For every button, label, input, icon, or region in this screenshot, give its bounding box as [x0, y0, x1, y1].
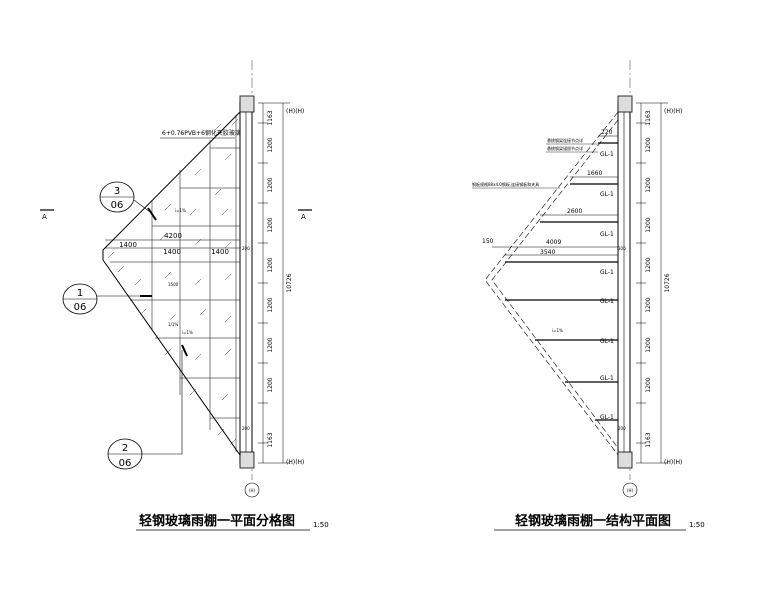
right-beams: [505, 142, 618, 421]
left-h-4: 1200: [267, 257, 274, 272]
left-slope: i=1%: [175, 208, 186, 213]
svg-text:3: 3: [114, 186, 120, 197]
left-w-2: 1400: [163, 248, 181, 256]
right-wall-top-block: [617, 95, 633, 113]
svg-text:GL-1: GL-1: [600, 375, 614, 382]
svg-text:GL-1: GL-1: [600, 231, 614, 238]
right-grid-top: (H)(H): [664, 108, 682, 115]
right-axis-bubble: [622, 482, 638, 498]
detail-2-cut: [181, 344, 188, 357]
right-dim-3540: 3540: [540, 249, 555, 256]
right-h-1: 1200: [645, 137, 652, 152]
svg-text:2: 2: [122, 443, 128, 454]
left-w-total: 4200: [164, 232, 182, 240]
right-slope: i=1%: [552, 328, 563, 333]
right-dim-4009: 4009: [546, 239, 561, 246]
left-h-3: 1200: [267, 217, 274, 232]
right-note-b: 悬挑钢梁锚固节点详: [547, 145, 583, 151]
left-canopy-outline: [102, 110, 241, 457]
left-h-6: 1200: [267, 337, 274, 352]
svg-text:GL-1: GL-1: [600, 151, 614, 158]
detail-3-cut: [147, 207, 157, 221]
right-title: 轻钢玻璃雨棚一结构平面图: [515, 513, 671, 529]
svg-text:GL-1: GL-1: [600, 191, 614, 198]
right-h-3: 1200: [645, 217, 652, 232]
detail-bubble-2[interactable]: 2 06: [107, 438, 143, 470]
right-h-2: 1200: [645, 177, 652, 192]
left-grid-bottom: (H)(H): [286, 459, 304, 466]
right-height-dim-chain: [636, 102, 668, 464]
section-a-right: A: [301, 213, 306, 221]
left-wall-top-block: [239, 95, 255, 113]
right-dim-150: 150: [482, 238, 494, 245]
right-dim-220: 220: [601, 129, 613, 136]
section-a-left: A: [42, 213, 47, 221]
svg-text:GL-1: GL-1: [600, 269, 614, 276]
right-canopy-outline-inner: [491, 119, 619, 449]
left-axis-bubble: [244, 482, 260, 498]
left-grid-top: (H)(H): [286, 108, 304, 115]
svg-text:GL-1: GL-1: [600, 414, 614, 421]
right-wall-bottom-block: [617, 451, 633, 469]
svg-text:GL-1: GL-1: [600, 338, 614, 345]
left-h-1: 1200: [267, 137, 274, 152]
right-h-0: 1163: [645, 110, 652, 125]
svg-text:GL-1: GL-1: [600, 298, 614, 305]
right-h-5: 1200: [645, 297, 652, 312]
right-dim-lines: [492, 135, 618, 256]
left-wall-bottom-block: [239, 451, 255, 469]
right-dim-2600: 2600: [567, 208, 582, 215]
right-dim-300: 300: [618, 246, 626, 251]
detail-2-leader: [142, 350, 183, 455]
right-dim-1660: 1660: [587, 170, 602, 177]
right-h-8: 1163: [645, 432, 652, 447]
right-plan: GL-1 GL-1 GL-1 GL-1 GL-1 GL-1 GL-1 GL-1 …: [472, 60, 705, 531]
svg-text:1: 1: [77, 288, 83, 299]
glass-hatch: [107, 118, 239, 446]
left-h-total: 10726: [286, 273, 293, 292]
right-axis-label: (H): [627, 488, 634, 493]
left-w-200b: 200: [242, 426, 250, 431]
right-canopy-outline-outer: [484, 111, 619, 456]
left-title: 轻钢玻璃雨棚一平面分格图: [139, 513, 295, 529]
detail-3-leader: [133, 199, 151, 213]
right-h-7: 1200: [645, 377, 652, 392]
right-h-4: 1200: [645, 257, 652, 272]
left-w-3: 1400: [211, 248, 229, 256]
left-w-1: 1400: [119, 241, 137, 249]
glass-spec: 6+0.76PVB+6钢化夹胶玻璃: [162, 129, 241, 137]
right-note-a: 悬挑钢梁连接节点详: [547, 137, 583, 143]
left-axis-label: (H): [249, 488, 256, 493]
svg-text:06: 06: [119, 458, 132, 469]
right-h-total: 10726: [664, 273, 671, 292]
left-h-5: 1200: [267, 297, 274, 312]
right-grid-bottom: (H)(H): [664, 459, 682, 466]
detail-bubble-3[interactable]: 3 06: [99, 181, 135, 213]
left-h-8: 1163: [267, 432, 274, 447]
left-note-1500: 1500: [168, 282, 179, 287]
svg-text:06: 06: [74, 302, 87, 313]
left-scale: 1:50: [313, 521, 329, 529]
left-w-200: 200: [242, 246, 250, 251]
left-plan: 1163 1200 1200 1200 1200 1200 1200 1200 …: [40, 60, 329, 531]
svg-text:06: 06: [111, 200, 124, 211]
left-note-slope3: i=1%: [182, 330, 193, 335]
left-h-7: 1200: [267, 377, 274, 392]
right-h-6: 1200: [645, 337, 652, 352]
right-note-c: 钢板规格88x4.0钢板,连接钢板和夹具: [472, 181, 539, 187]
right-scale: 1:50: [689, 521, 705, 529]
detail-bubble-1[interactable]: 1 06: [62, 283, 98, 315]
left-note-slope2: 1/1%: [168, 322, 178, 327]
right-dim-200: 200: [618, 426, 626, 431]
left-h-2: 1200: [267, 177, 274, 192]
right-beam-labels: GL-1 GL-1 GL-1 GL-1 GL-1 GL-1 GL-1 GL-1: [600, 151, 614, 421]
left-h-0: 1163: [267, 110, 274, 125]
left-height-dim-chain: [258, 102, 290, 464]
